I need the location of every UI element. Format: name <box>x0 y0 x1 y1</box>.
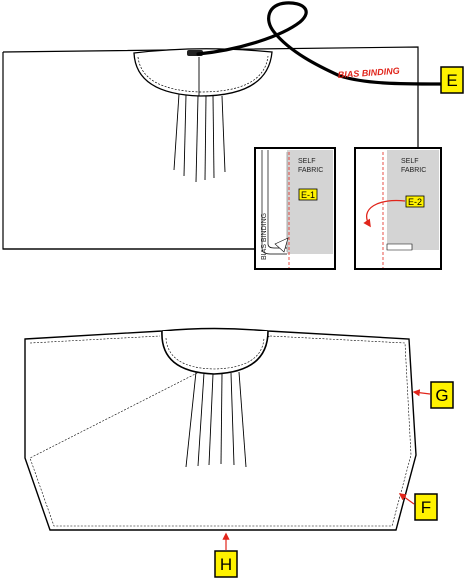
svg-text:E: E <box>446 71 457 90</box>
bottom-garment <box>24 327 417 531</box>
bottom-garment-stitch <box>29 335 412 527</box>
top-pleats <box>173 57 226 183</box>
svg-text:F: F <box>421 498 431 517</box>
callout-g: G <box>412 381 454 409</box>
fold-arrow-e2 <box>363 199 406 228</box>
top-neckline <box>133 48 273 97</box>
bottom-pleats <box>185 371 247 468</box>
top-neckline-stitch <box>137 55 269 93</box>
callout-f: F <box>398 493 438 521</box>
bottom-neckline <box>161 330 269 375</box>
bias-binding-label: BIAS BINDING <box>337 66 400 80</box>
inset-left-bias-label: BIAS BINDING <box>261 213 268 260</box>
svg-text:SELF: SELF <box>298 158 316 165</box>
callout-h: H <box>214 532 238 578</box>
tag-e1: E-1 <box>298 188 318 201</box>
inset-left: SELF FABRIC E-1 BIAS BINDING <box>254 147 336 270</box>
svg-text:FABRIC: FABRIC <box>401 167 426 174</box>
bottom-garment-outline <box>24 327 417 531</box>
inset-left-fabric <box>287 150 333 254</box>
svg-text:G: G <box>435 386 448 405</box>
tag-e2: E-2 <box>405 195 425 208</box>
top-garment: BIAS BINDING E <box>2 1 464 260</box>
svg-text:E-1: E-1 <box>301 190 315 200</box>
inset-right: SELF FABRIC E-2 <box>354 147 442 270</box>
bias-binding-cord <box>196 1 442 86</box>
svg-text:E-2: E-2 <box>408 197 422 207</box>
svg-text:FABRIC: FABRIC <box>298 167 323 174</box>
svg-text:H: H <box>220 555 232 574</box>
svg-text:SELF: SELF <box>401 158 419 165</box>
callout-e: E <box>440 66 464 94</box>
